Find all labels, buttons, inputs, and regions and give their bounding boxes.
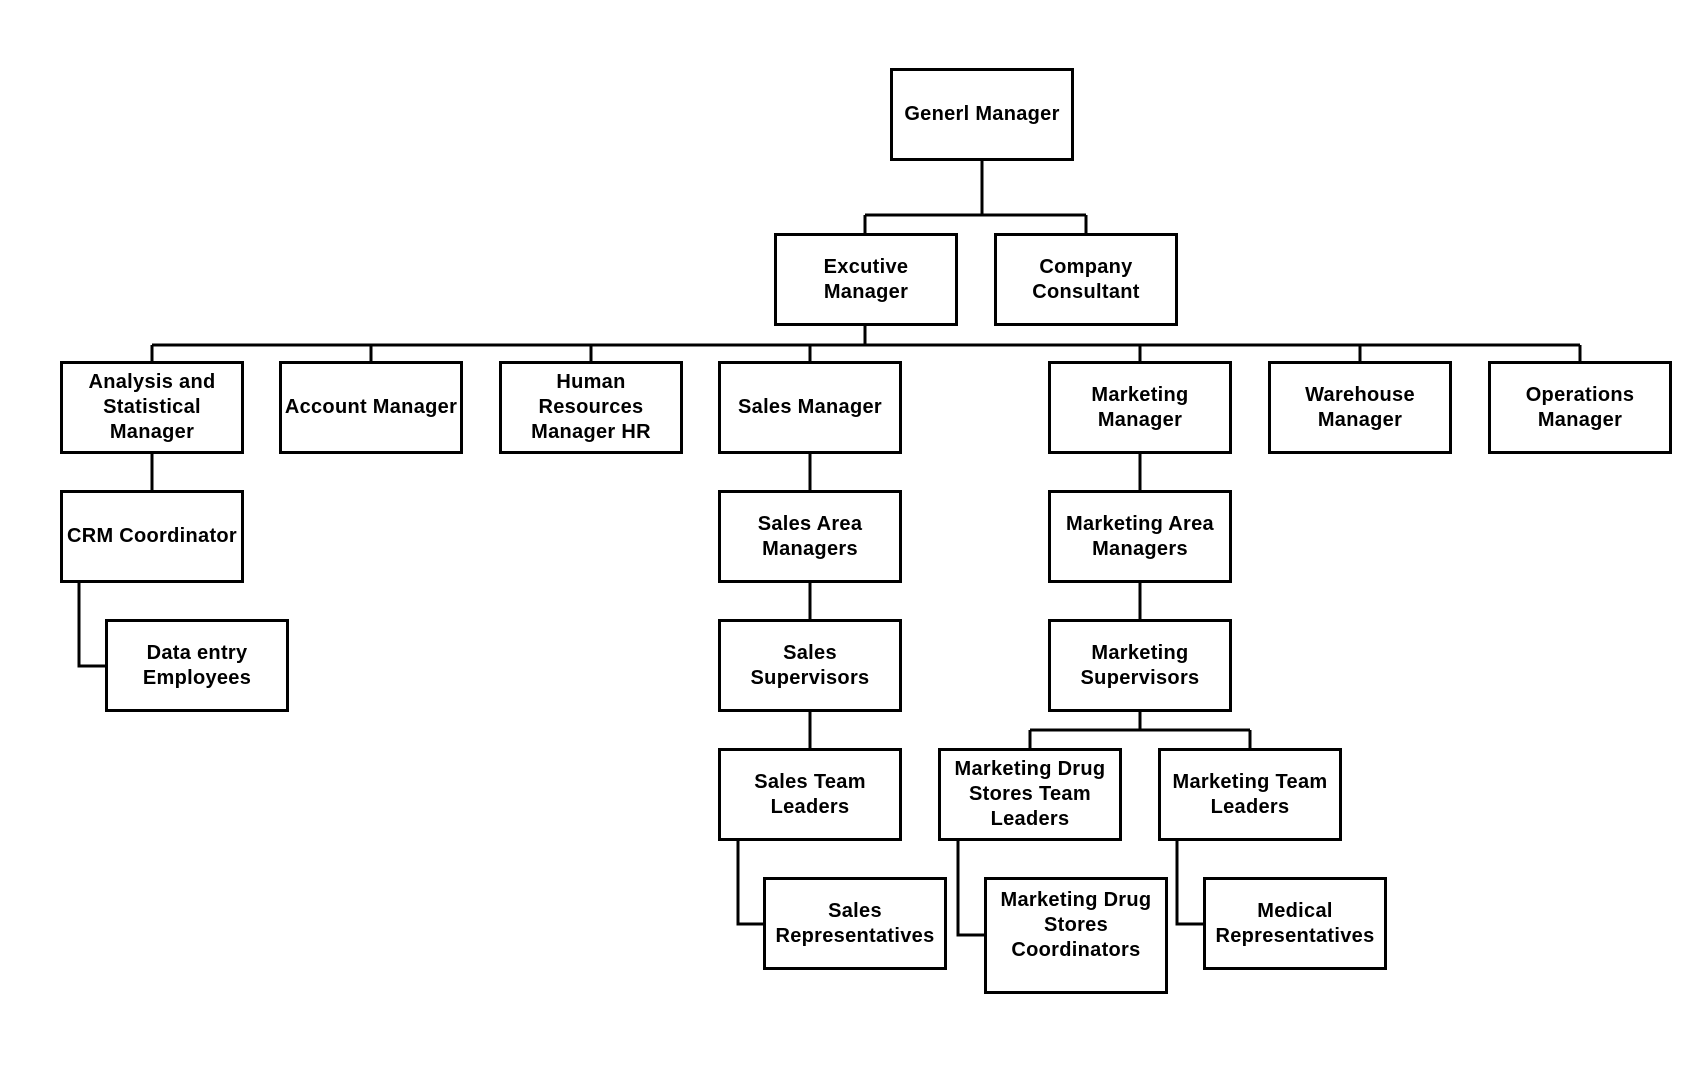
node-data-entry-employees: Data entry Employees [105, 619, 289, 712]
node-marketing-area-managers: Marketing Area Managers [1048, 490, 1232, 583]
node-account-manager: Account Manager [279, 361, 463, 454]
node-sales-supervisors: Sales Supervisors [718, 619, 902, 712]
node-marketing-drug-stores-coordinators: Marketing Drug Stores Coordinators [984, 877, 1168, 994]
node-analysis-manager: Analysis and Statistical Manager [60, 361, 244, 454]
node-warehouse-manager: Warehouse Manager [1268, 361, 1452, 454]
node-operations-manager: Operations Manager [1488, 361, 1672, 454]
node-executive-manager: Excutive Manager [774, 233, 958, 326]
connector-drugstore-to-coordinators [956, 840, 986, 937]
node-general-manager: Generl Manager [890, 68, 1074, 161]
node-sales-representatives: Sales Representatives [763, 877, 947, 970]
node-marketing-supervisors: Marketing Supervisors [1048, 619, 1232, 712]
connector-crm-to-dataentry [77, 582, 107, 668]
connector-teamleaders-to-reps [736, 840, 766, 926]
node-sales-team-leaders: Sales Team Leaders [718, 748, 902, 841]
connector-mktteam-to-medreps [1175, 840, 1205, 926]
node-marketing-drug-stores-team-leaders: Marketing Drug Stores Team Leaders [938, 748, 1122, 841]
node-marketing-manager: Marketing Manager [1048, 361, 1232, 454]
node-marketing-team-leaders: Marketing Team Leaders [1158, 748, 1342, 841]
node-company-consultant: Company Consultant [994, 233, 1178, 326]
node-sales-area-managers: Sales Area Managers [718, 490, 902, 583]
node-crm-coordinator: CRM Coordinator [60, 490, 244, 583]
node-sales-manager: Sales Manager [718, 361, 902, 454]
node-hr-manager: Human Resources Manager HR [499, 361, 683, 454]
node-medical-representatives: Medical Representatives [1203, 877, 1387, 970]
